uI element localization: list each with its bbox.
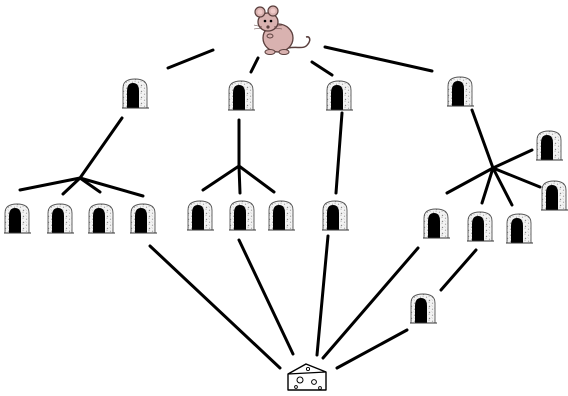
path-line — [249, 56, 260, 74]
path-line — [439, 248, 478, 292]
mouse-hole-icon — [268, 200, 295, 231]
mouse-hole-icon — [47, 203, 74, 234]
path-line — [148, 244, 282, 370]
mouse-hole-icon — [229, 200, 256, 231]
mouse-hole-icon — [4, 203, 31, 234]
mouse-hole-icon — [187, 200, 214, 231]
path-line — [321, 246, 420, 360]
path-line — [335, 328, 409, 370]
mouse-holes — [4, 76, 568, 324]
mouse-hole-icon — [322, 200, 349, 231]
path-line — [491, 166, 514, 207]
mouse-hole-icon — [228, 80, 255, 111]
path-line — [78, 176, 145, 198]
path-line — [310, 60, 334, 77]
mouse-hole-icon — [122, 78, 149, 109]
mouse-hole-icon — [423, 208, 450, 239]
mouse-hole-icon — [88, 203, 115, 234]
path-line — [480, 166, 495, 205]
path-line — [445, 166, 495, 195]
mouse-hole-icon — [447, 76, 474, 107]
path-line — [323, 45, 434, 73]
path-line — [78, 116, 124, 180]
path-line — [237, 164, 276, 194]
mouse-hole-icon — [410, 293, 437, 324]
path-line — [18, 176, 82, 192]
path-line — [491, 148, 534, 170]
path-line — [491, 166, 542, 189]
path-line — [61, 176, 82, 196]
path-line — [315, 234, 330, 357]
path-line — [237, 164, 242, 195]
path-line — [334, 111, 344, 195]
mouse-hole-icon — [467, 211, 494, 242]
mouse-icon — [253, 5, 311, 55]
path-line — [201, 164, 241, 192]
mouse-hole-icon — [506, 213, 533, 244]
path-line — [166, 48, 215, 70]
mouse-hole-icon — [326, 80, 353, 111]
mouse-hole-icon — [130, 203, 157, 234]
mouse-hole-icon — [541, 180, 568, 211]
path-line — [470, 108, 495, 170]
maze-paths — [18, 45, 542, 370]
path-line — [237, 238, 295, 356]
mouse-hole-icon — [536, 130, 563, 161]
cheese-icon — [287, 363, 327, 391]
